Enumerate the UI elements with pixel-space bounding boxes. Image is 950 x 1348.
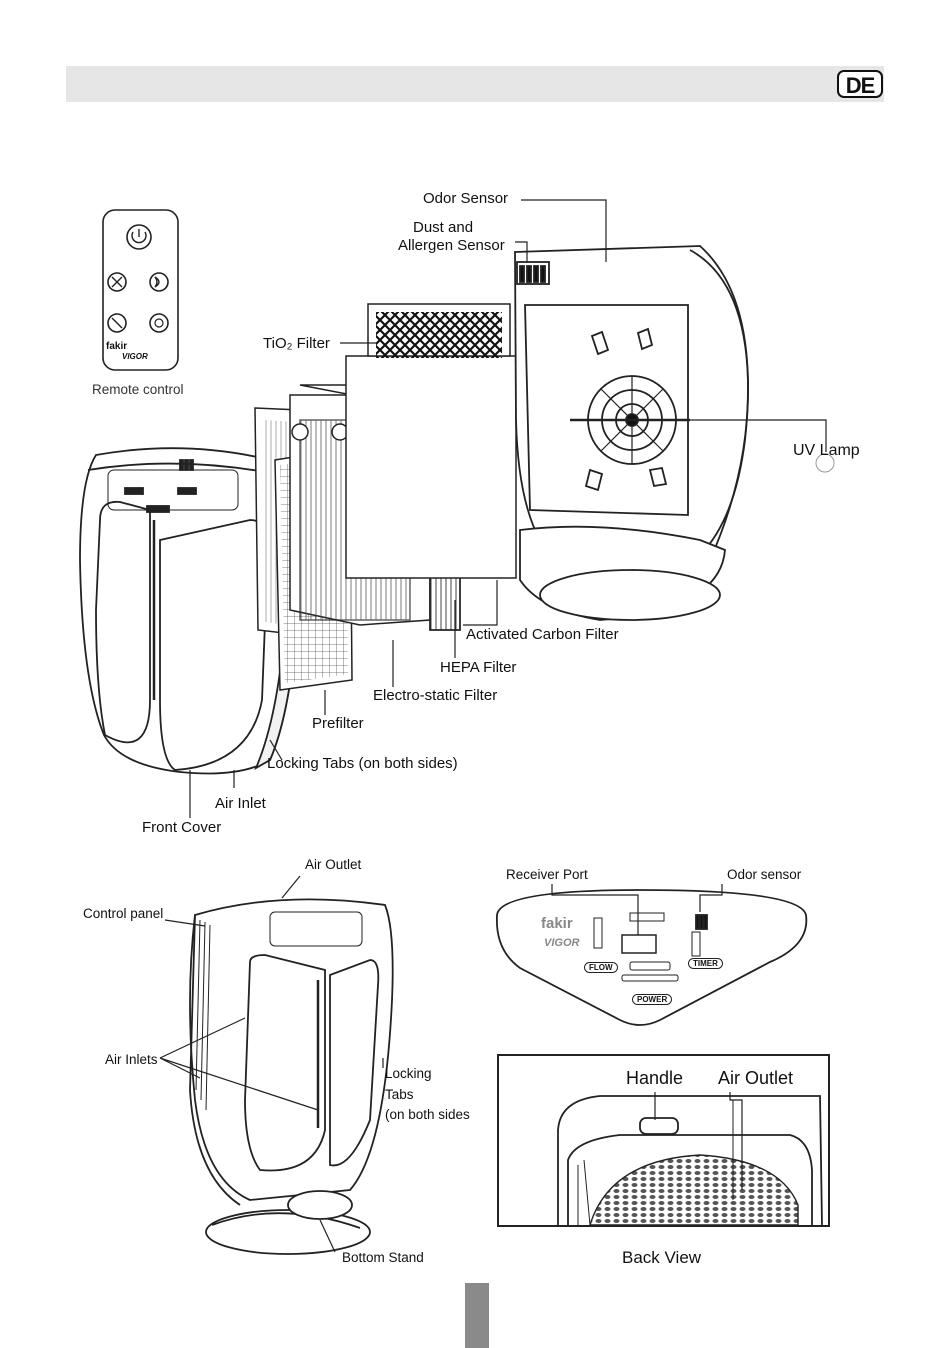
unit-leader-lines (159, 875, 384, 1253)
remote-brand-logo: fakir (106, 341, 128, 352)
control-panel-closeup (496, 889, 808, 1026)
remote-control (102, 209, 179, 371)
label-air-inlets: Air Inlets (105, 1052, 158, 1067)
back-view-frame (497, 1054, 830, 1227)
leader-lines (189, 199, 827, 818)
panel-power-button: POWER (632, 994, 673, 1006)
panel-model-logo: VIGOR (544, 937, 580, 949)
label-odor-sensor: Odor Sensor (423, 190, 509, 207)
label-locking-tabs: Locking Tabs (on both sides) (267, 755, 458, 772)
label-dust-sensor-line1: Dust and (413, 219, 474, 236)
label-electrostatic-filter: Electro-static Filter (373, 687, 498, 704)
header-bar (66, 66, 884, 102)
label-bottom-stand: Bottom Stand (342, 1250, 424, 1265)
label-uv-lamp: UV Lamp (793, 442, 860, 459)
label-receiver-port: Receiver Port (506, 867, 588, 882)
label-locking-line1: Locking (385, 1066, 432, 1081)
panel-leader-lines (551, 884, 723, 935)
main-housing (514, 245, 749, 621)
label-activated-carbon-filter: Activated Carbon Filter (466, 626, 619, 643)
label-hepa-filter: HEPA Filter (440, 659, 517, 676)
label-air-inlet: Air Inlet (215, 795, 266, 812)
label-back-air-outlet: Air Outlet (718, 1068, 794, 1088)
label-handle: Handle (626, 1068, 684, 1088)
label-control-panel: Control panel (83, 906, 164, 921)
label-front-cover: Front Cover (142, 819, 222, 836)
label-dust-sensor-line2: Allergen Sensor (398, 237, 505, 254)
activated-carbon-filter (345, 355, 517, 579)
remote-control-caption: Remote control (92, 382, 184, 397)
page-tab-marker (465, 1283, 489, 1348)
assembled-unit (189, 898, 394, 1255)
panel-brand-logo: fakir (541, 915, 573, 932)
label-prefilter: Prefilter (312, 715, 364, 732)
back-view-caption: Back View (622, 1248, 702, 1267)
back-view-illustration (557, 1095, 823, 1226)
panel-flow-button: FLOW (584, 962, 618, 974)
remote-model-logo: VIGOR (122, 352, 148, 361)
back-view-leader-lines (654, 1092, 743, 1200)
panel-timer-button: TIMER (688, 958, 723, 970)
language-badge: DE (837, 70, 883, 98)
label-unit-air-outlet: Air Outlet (305, 857, 362, 872)
label-locking-line2: Tabs (385, 1087, 414, 1102)
tio2-filter (367, 303, 511, 358)
label-tio2-filter: TiO₂ Filter (263, 335, 330, 352)
label-panel-odor-sensor: Odor sensor (727, 867, 802, 882)
label-locking-line3: (on both sides (385, 1107, 470, 1122)
